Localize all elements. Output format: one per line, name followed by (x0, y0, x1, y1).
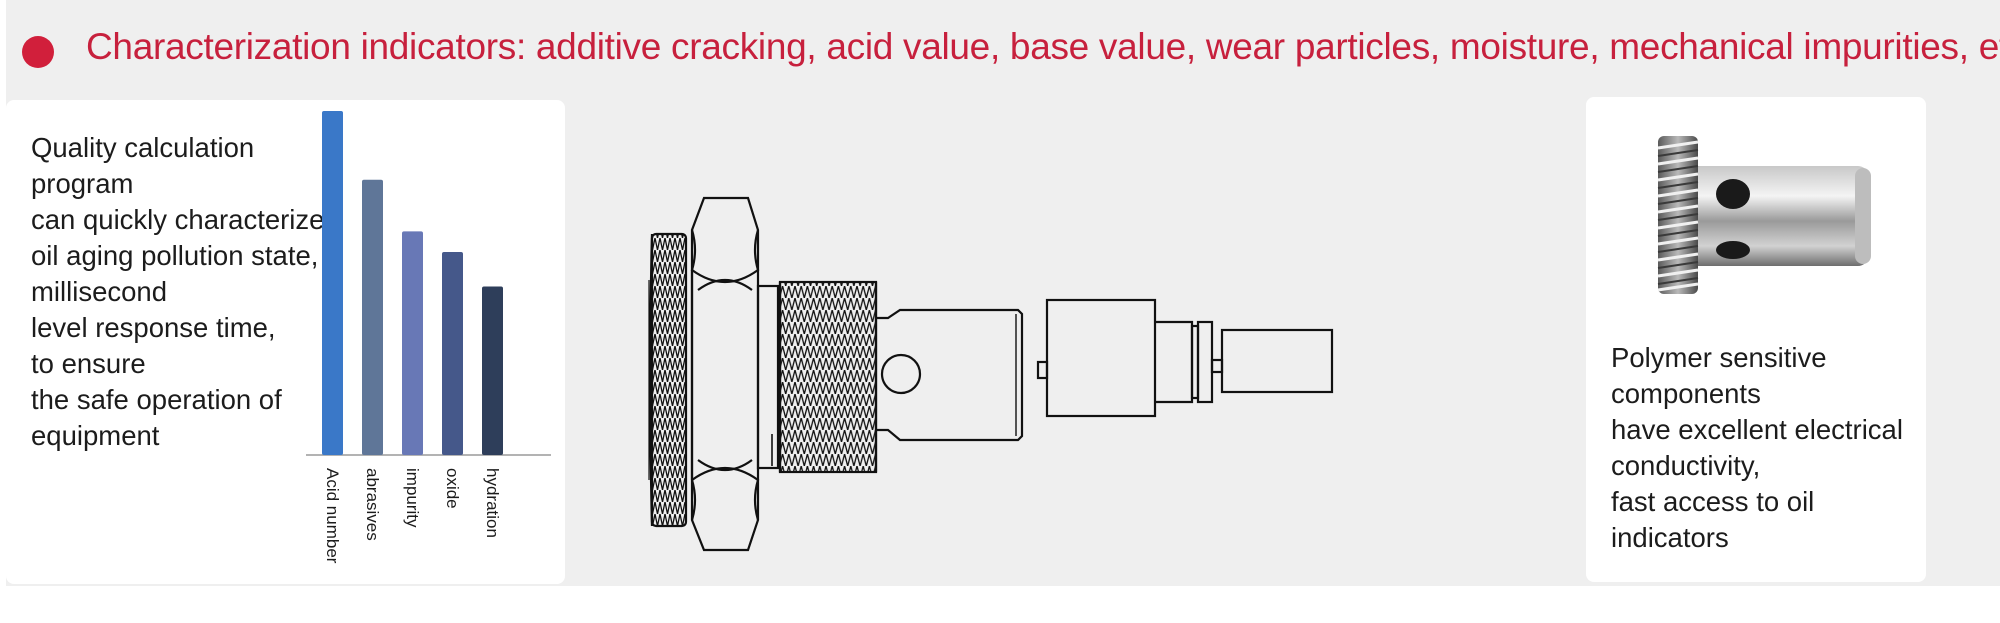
chart-category-label: hydration (483, 468, 502, 538)
chart-bar (442, 252, 463, 455)
section-title: Characterization indicators: additive cr… (86, 26, 2000, 67)
sensor-technical-drawing (648, 196, 1334, 552)
right-thread (778, 280, 878, 474)
text-line: level response time, (31, 312, 276, 343)
chart-category-label: abrasives (363, 468, 382, 541)
text-line: have excellent electrical (1611, 414, 1903, 445)
quality-calculation-text: Quality calculation program can quickly … (31, 130, 331, 454)
text-line: can quickly characterize (31, 204, 325, 235)
left-edge-strip (0, 0, 6, 623)
bottom-strip (0, 586, 2000, 623)
text-line: indicators (1611, 522, 1729, 553)
sensor-thread (1657, 136, 1699, 294)
text-line: program (31, 168, 134, 199)
chart-category-label: oxide (443, 468, 462, 509)
sensor-product-image (1657, 136, 1871, 294)
text-line: Quality calculation (31, 132, 255, 163)
text-line: Polymer sensitive (1611, 342, 1827, 373)
chart-bar (362, 179, 383, 456)
hex-nut (690, 196, 760, 552)
chart-bar (402, 231, 423, 455)
left-thread (648, 232, 688, 528)
text-line: fast access to oil (1611, 486, 1815, 517)
text-line: equipment (31, 420, 160, 451)
polymer-sensor-text: Polymer sensitive components have excell… (1611, 340, 1931, 556)
text-line: to ensure (31, 348, 146, 379)
polymer-sensor-card: Polymer sensitive components have excell… (1586, 97, 1926, 582)
text-line: oil aging pollution state, (31, 240, 319, 271)
chart-category-label: impurity (403, 468, 422, 528)
quality-calculation-card: Quality calculation program can quickly … (6, 100, 565, 584)
text-line: components (1611, 378, 1761, 409)
indicator-bar-chart: Acid number abrasives impurity oxide hydrati… (306, 111, 551, 564)
chart-bar (482, 286, 503, 455)
text-line: conductivity, (1611, 450, 1761, 481)
chart-bar (322, 111, 343, 455)
chart-category-label: Acid number (323, 468, 342, 564)
text-line: the safe operation of (31, 384, 282, 415)
bullet-dot-icon (22, 36, 54, 68)
text-line: millisecond (31, 276, 168, 307)
